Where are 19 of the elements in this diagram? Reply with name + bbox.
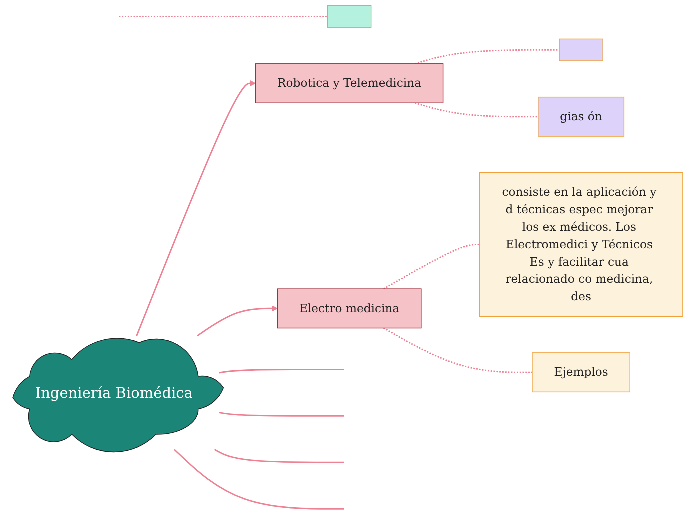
connector-line <box>174 449 344 510</box>
connector-line <box>219 368 344 374</box>
dashed-connector <box>415 49 560 65</box>
text-card: consiste en la aplicación y d técnicas espec mejorar los ex médicos. Los Electromedici y Técnicos Es y facilitar cua relacionado co medicina, des <box>479 172 684 318</box>
topic-box: Ejemplos <box>532 352 630 393</box>
dashed-connector <box>384 328 532 374</box>
topic-box: Electro medicina <box>277 288 422 329</box>
connector-line <box>214 449 344 464</box>
connector-line <box>219 412 344 417</box>
dashed-connector <box>119 16 328 18</box>
dashed-connector <box>384 244 480 290</box>
note-card <box>559 38 604 62</box>
cloud-node: Ingeniería Biomédica <box>12 338 224 452</box>
dashed-connector <box>415 102 538 118</box>
topic-box: Robotica y Telemedicina <box>255 64 444 104</box>
note-card <box>327 5 372 28</box>
arrow <box>136 80 256 336</box>
note-card: gias ón <box>538 96 625 137</box>
arrow <box>197 305 278 337</box>
